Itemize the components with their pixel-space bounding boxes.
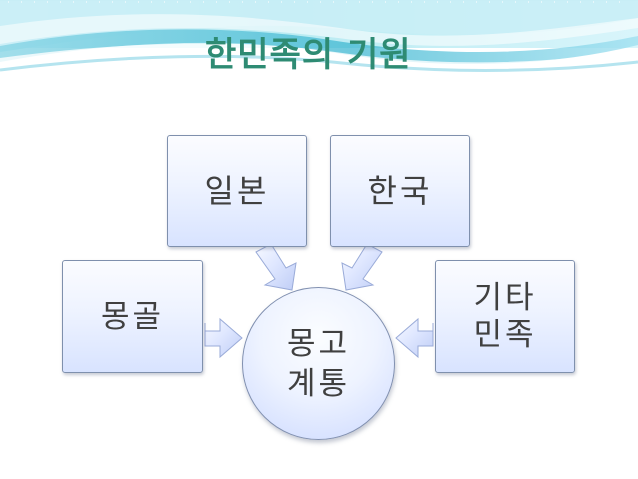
arrow-korea-to-center — [341, 243, 383, 291]
node-other-ethnic-groups-line-1: 기타 — [473, 279, 537, 316]
node-other-ethnic-groups-line-2: 민족 — [473, 316, 537, 353]
node-mongol-label: 몽골 — [100, 298, 165, 335]
slide-title: 한민족의 기원 — [205, 35, 412, 75]
center-mongolian-lineage-node: 몽고 계통 — [242, 287, 395, 440]
node-other-ethnic-groups-label: 기타 민족 — [473, 280, 536, 354]
arrow-japan-to-center — [255, 243, 297, 291]
center-line-1: 몽고 — [286, 325, 351, 362]
top-decorative-wave-band — [0, 0, 638, 72]
center-line-2: 계통 — [286, 365, 351, 402]
arrow-others-to-center — [395, 317, 434, 359]
node-other-ethnic-groups: 기타 민족 — [435, 260, 575, 373]
node-japan-label: 일본 — [204, 172, 270, 210]
node-japan: 일본 — [167, 135, 307, 247]
arrow-mongol-to-center — [204, 317, 243, 359]
node-korea: 한국 — [330, 135, 470, 247]
node-mongol: 몽골 — [62, 260, 203, 373]
center-mongolian-lineage-label: 몽고 계통 — [287, 324, 350, 404]
node-korea-label: 한국 — [367, 172, 433, 210]
